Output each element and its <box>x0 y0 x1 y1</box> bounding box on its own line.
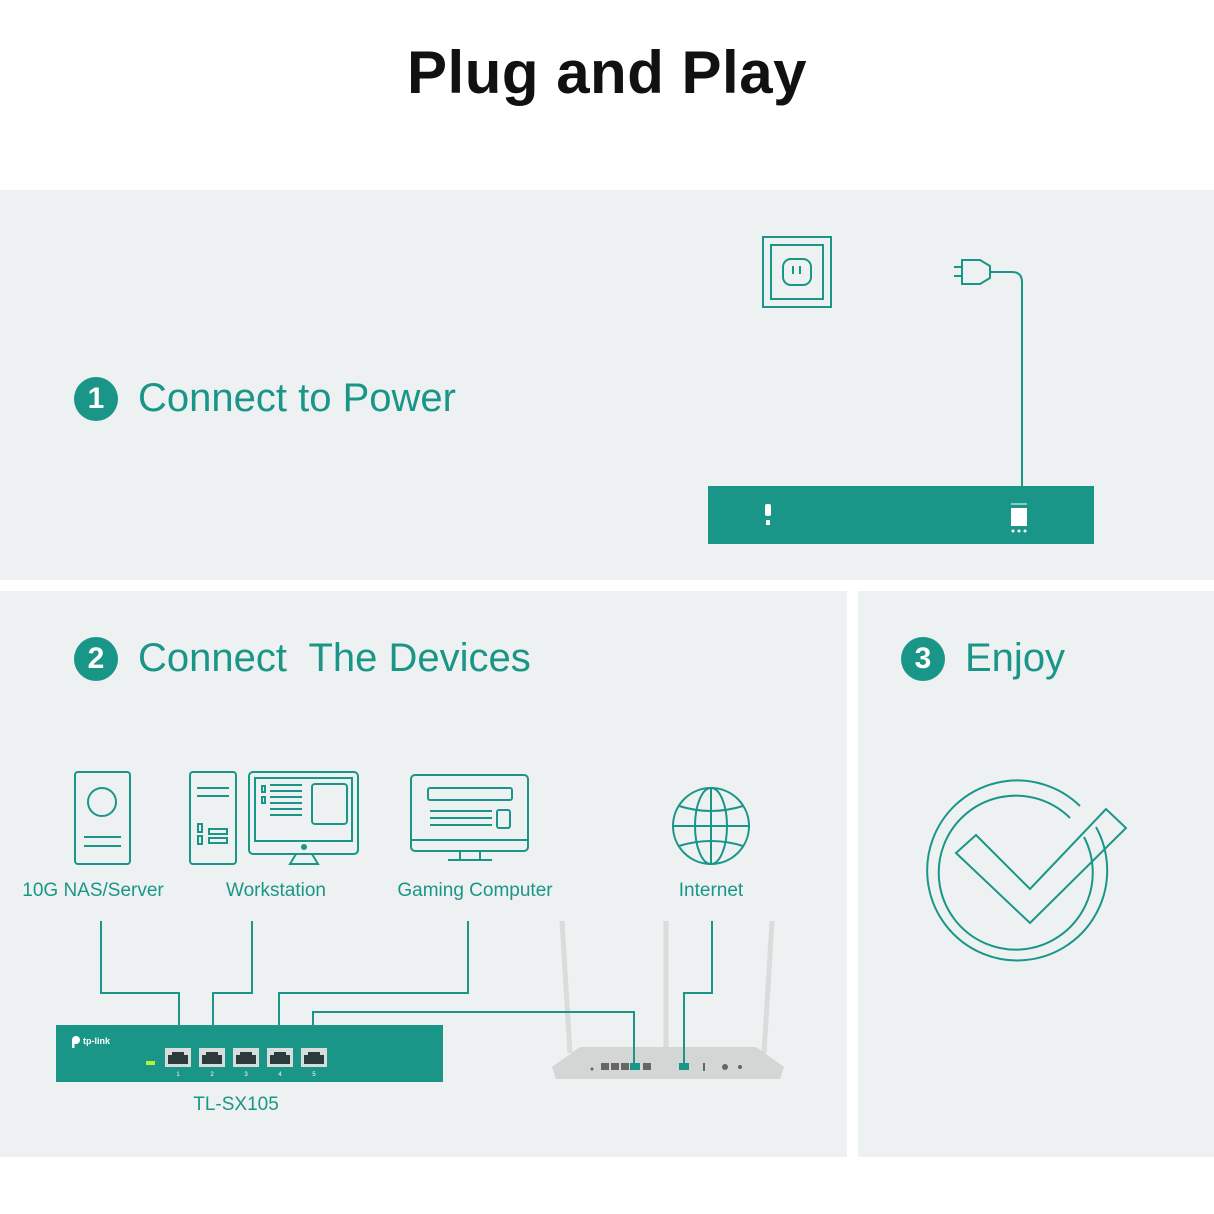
power-illustration <box>708 236 1094 544</box>
port-number: 3 <box>244 1072 248 1078</box>
nas-server-icon <box>74 771 131 865</box>
port-number: 1 <box>176 1072 180 1078</box>
workstation-icon <box>189 771 359 865</box>
enjoy-panel: 3 Enjoy <box>858 591 1214 1157</box>
ethernet-port-3: 3 <box>233 1048 259 1078</box>
step-number: 2 <box>74 636 118 681</box>
ethernet-port-2: 2 <box>199 1048 225 1078</box>
gaming-computer-label: Gaming Computer <box>397 880 553 901</box>
checkmark-icon <box>926 779 1128 962</box>
switch-front-view: tp-link 1 2 3 4 5 <box>56 1025 443 1082</box>
step-label: Connect to Power <box>138 376 456 420</box>
step-2: 2 Connect The Devices <box>74 636 531 681</box>
internet-label: Internet <box>678 880 744 901</box>
ethernet-port-4: 4 <box>267 1048 293 1078</box>
tp-link-logo-icon <box>72 1036 80 1048</box>
devices-illustration: tp-link 1 2 3 4 5 <box>56 771 784 1082</box>
devices-panel: 2 Connect The Devices <box>0 591 847 1157</box>
power-panel: 1 Connect to Power <box>0 190 1214 580</box>
switch-rear-view <box>708 486 1094 544</box>
switch-brand: tp-link <box>83 1036 111 1046</box>
step-1: 1 Connect to Power <box>74 376 456 421</box>
gaming-computer-icon <box>410 774 529 861</box>
step-number: 3 <box>901 636 945 681</box>
workstation-label: Workstation <box>226 880 326 901</box>
step-number: 1 <box>74 376 118 421</box>
port-number: 4 <box>278 1072 282 1078</box>
step-label: Enjoy <box>965 636 1066 680</box>
ethernet-port-5: 5 <box>301 1048 327 1078</box>
step-label: Connect The Devices <box>138 636 531 680</box>
nas-label: 10G NAS/Server <box>22 880 164 901</box>
ethernet-ports: 1 2 3 4 5 <box>165 1048 327 1078</box>
switch-model-label: TL-SX105 <box>193 1094 279 1115</box>
port-number: 2 <box>210 1072 214 1078</box>
step-3: 3 Enjoy <box>901 636 1065 681</box>
power-plug-icon <box>954 259 1023 488</box>
router-icon <box>552 1047 784 1079</box>
ethernet-port-1: 1 <box>165 1048 191 1078</box>
globe-icon <box>672 787 750 865</box>
port-number: 5 <box>312 1072 316 1078</box>
router-antennas <box>559 920 775 1054</box>
wall-outlet-icon <box>762 236 832 308</box>
page-title: Plug and Play <box>407 39 807 106</box>
